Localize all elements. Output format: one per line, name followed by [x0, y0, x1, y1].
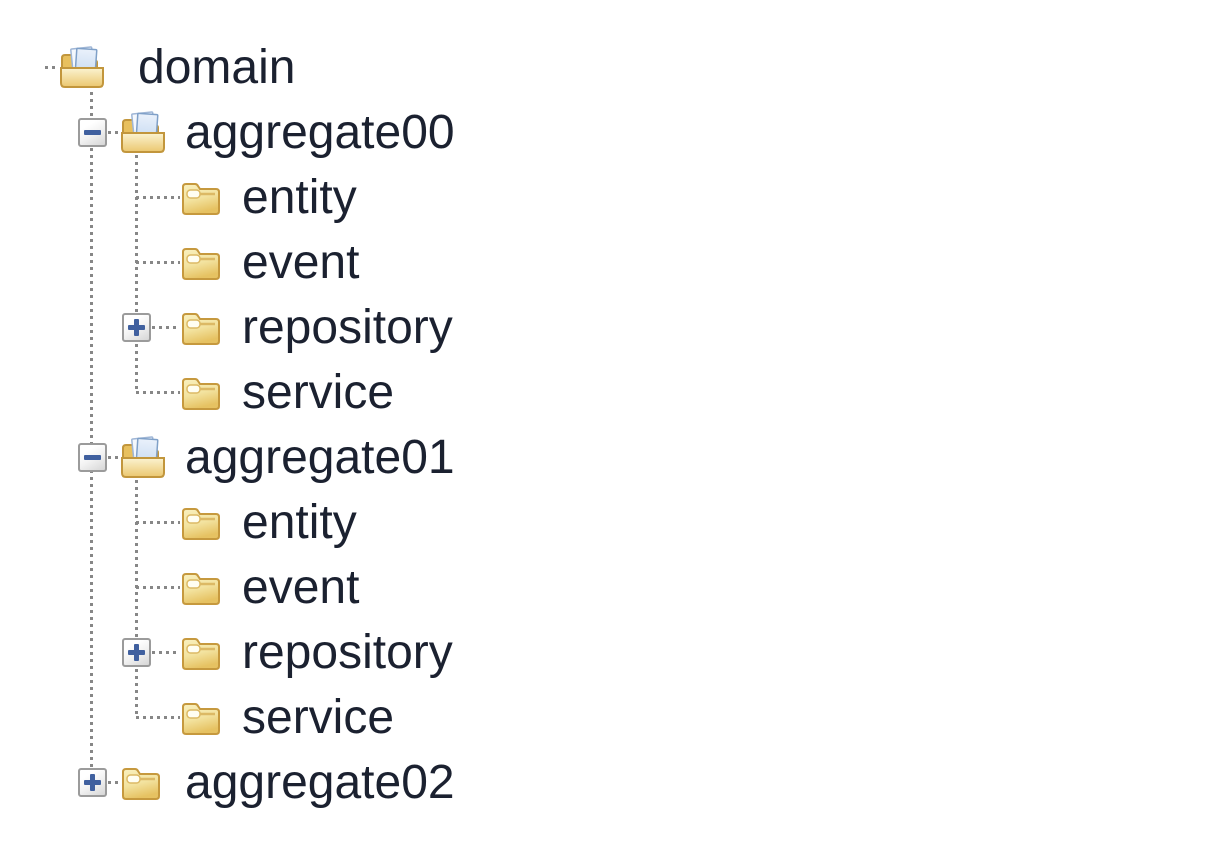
folder-closed-icon[interactable]	[181, 374, 221, 411]
tree-node-label[interactable]: event	[242, 561, 360, 614]
expand-toggle-icon[interactable]	[78, 768, 107, 797]
tree-node-aggregate01[interactable]: aggregate01	[0, 425, 1208, 490]
tree-connector-stub	[45, 66, 56, 69]
expand-toggle-icon[interactable]	[122, 638, 151, 667]
tree-node-event[interactable]: event	[0, 555, 1208, 620]
tree-node-label[interactable]: service	[242, 366, 395, 419]
tree-node-event[interactable]: event	[0, 230, 1208, 295]
tree-connector-dots	[108, 781, 121, 784]
folder-closed-icon[interactable]	[121, 764, 161, 801]
collapse-toggle-icon[interactable]	[78, 118, 107, 147]
folder-open-icon[interactable]	[120, 436, 166, 479]
folder-closed-icon[interactable]	[181, 569, 221, 606]
folder-closed-icon[interactable]	[181, 504, 221, 541]
expand-toggle-icon[interactable]	[122, 313, 151, 342]
tree-node-service[interactable]: service	[0, 685, 1208, 750]
tree-connector-line	[90, 92, 93, 783]
tree-node-domain[interactable]: domain	[0, 35, 1208, 100]
tree-node-label[interactable]: aggregate00	[185, 106, 455, 159]
tree-node-entity[interactable]: entity	[0, 165, 1208, 230]
folder-closed-icon[interactable]	[181, 699, 221, 736]
folder-open-icon[interactable]	[120, 111, 166, 154]
tree-node-label[interactable]: repository	[242, 301, 453, 354]
tree-node-service[interactable]: service	[0, 360, 1208, 425]
tree-connector-dots	[152, 651, 179, 654]
tree-connector-dots	[152, 326, 179, 329]
folder-open-icon[interactable]	[59, 46, 105, 89]
folder-closed-icon[interactable]	[181, 179, 221, 216]
tree-node-repository[interactable]: repository	[0, 295, 1208, 360]
tree-connector-line	[135, 155, 138, 393]
tree-node-label[interactable]: event	[242, 236, 360, 289]
tree-node-label[interactable]: repository	[242, 626, 453, 679]
folder-closed-icon[interactable]	[181, 244, 221, 281]
tree-connector-line	[135, 480, 138, 718]
tree-node-label[interactable]: aggregate02	[185, 756, 455, 809]
tree-connector-dots	[136, 521, 180, 524]
tree-node-aggregate00[interactable]: aggregate00	[0, 100, 1208, 165]
tree-connector-dots	[108, 131, 121, 134]
tree-node-label[interactable]: domain	[138, 41, 296, 94]
tree-connector-dots	[108, 456, 121, 459]
folder-closed-icon[interactable]	[181, 634, 221, 671]
tree-node-label[interactable]: entity	[242, 496, 357, 549]
tree-node-label[interactable]: entity	[242, 171, 357, 224]
tree-node-label[interactable]: aggregate01	[185, 431, 455, 484]
tree-node-entity[interactable]: entity	[0, 490, 1208, 555]
tree-node-label[interactable]: service	[242, 691, 395, 744]
tree-connector-dots	[136, 261, 180, 264]
tree-connector-dots	[136, 391, 180, 394]
tree-connector-dots	[136, 716, 180, 719]
tree-node-aggregate02[interactable]: aggregate02	[0, 750, 1208, 815]
folder-closed-icon[interactable]	[181, 309, 221, 346]
tree-node-repository[interactable]: repository	[0, 620, 1208, 685]
collapse-toggle-icon[interactable]	[78, 443, 107, 472]
tree-connector-dots	[136, 196, 180, 199]
tree-connector-dots	[136, 586, 180, 589]
